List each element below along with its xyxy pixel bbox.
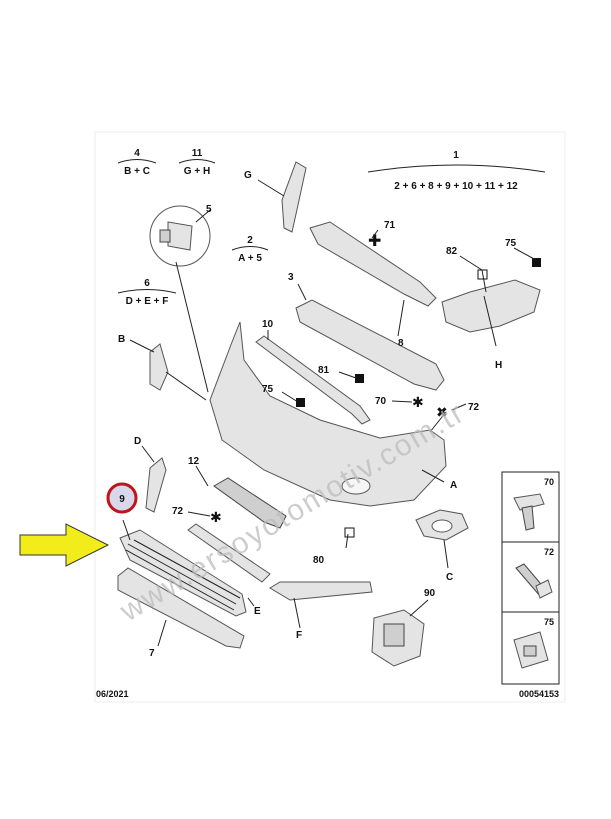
group-6: 6 D + E + F <box>117 278 177 307</box>
callout-labels: G 5 71 82 75 3 8 H 10 B 81 75 70 72 D 12… <box>118 170 517 659</box>
part-F-strip <box>269 581 373 601</box>
part-90-sensor <box>371 609 425 667</box>
group-1-num: 1 <box>453 150 459 161</box>
part-7-lower-grille <box>117 567 245 649</box>
callout-70: 70 <box>375 396 387 407</box>
part-3-beam <box>295 299 445 391</box>
cross-marker-72b: ✱ <box>210 510 222 526</box>
callout-E: E <box>254 606 261 617</box>
callout-F: F <box>296 630 302 641</box>
callout-A: A <box>450 480 457 491</box>
callout-80: 80 <box>313 555 325 566</box>
part-upper-beam <box>309 221 437 307</box>
push-rivet-icon <box>513 493 545 531</box>
callout-8: 8 <box>398 338 404 349</box>
clip-icon <box>513 631 549 669</box>
group-6-formula: D + E + F <box>126 296 169 307</box>
callout-90: 90 <box>424 588 436 599</box>
part-9-grille <box>119 529 247 617</box>
part-D-strip <box>145 457 167 513</box>
callout-H: H <box>495 360 502 371</box>
group-1-formula: 2 + 6 + 8 + 9 + 10 + 11 + 12 <box>394 181 518 192</box>
callout-D: D <box>134 436 141 447</box>
square-marker-75 <box>532 258 541 267</box>
group-11-formula: G + H <box>184 166 210 177</box>
plus-marker-71: ✚ <box>368 231 381 250</box>
callout-C: C <box>446 572 453 583</box>
part-B-bracket <box>149 343 169 391</box>
open-square-marker-80 <box>344 527 355 538</box>
part-A-bumper <box>209 321 447 507</box>
group-4: 4 B + C <box>117 148 157 177</box>
highlight-part-9[interactable]: 9 <box>106 482 138 514</box>
group-2: 2 A + 5 <box>231 235 269 264</box>
fastener-legend: 70 72 75 <box>501 471 560 685</box>
callout-12: 12 <box>188 456 200 467</box>
fog-opening-left <box>341 477 371 495</box>
cross-marker-72a: ✖ <box>436 405 448 421</box>
legend-72-num: 72 <box>544 547 554 557</box>
callout-3: 3 <box>288 272 294 283</box>
group-6-num: 6 <box>144 278 150 289</box>
fog-opening-right <box>431 519 453 533</box>
callout-81: 81 <box>318 365 330 376</box>
square-marker-81 <box>355 374 364 383</box>
part-G-bracket <box>281 161 307 233</box>
callout-9: 9 <box>119 494 125 505</box>
legend-75-num: 75 <box>544 617 554 627</box>
part-5-tow-cap <box>149 205 211 267</box>
group-4-formula: B + C <box>124 166 150 177</box>
footer-ref: 00054153 <box>519 689 559 699</box>
square-marker-75b <box>296 398 305 407</box>
group-1: 1 2 + 6 + 8 + 9 + 10 + 11 + 12 <box>367 150 546 192</box>
legend-70-num: 70 <box>544 477 554 487</box>
group-11: 11 G + H <box>178 148 216 177</box>
part-10-strip <box>255 335 371 425</box>
callout-G: G <box>244 170 252 181</box>
leader-lines <box>122 179 537 647</box>
group-2-num: 2 <box>247 235 253 246</box>
callout-75a: 75 <box>505 238 517 249</box>
callout-10: 10 <box>262 319 274 330</box>
highlight-circle <box>106 482 138 514</box>
cross-marker-70: ✱ <box>412 395 424 411</box>
callout-72b: 72 <box>172 506 184 517</box>
group-2-formula: A + 5 <box>238 253 262 264</box>
group-4-num: 4 <box>134 148 140 159</box>
callout-7: 7 <box>149 648 155 659</box>
callout-82: 82 <box>446 246 458 257</box>
screw-icon <box>515 563 553 599</box>
callout-72a: 72 <box>468 402 480 413</box>
footer-date: 06/2021 <box>96 689 129 699</box>
callout-B: B <box>118 334 125 345</box>
part-E-strip <box>187 523 271 583</box>
yellow-arrow-icon <box>19 523 110 567</box>
group-11-num: 11 <box>192 148 203 159</box>
callout-5: 5 <box>206 204 212 215</box>
callout-75b: 75 <box>262 384 274 395</box>
part-12 <box>213 477 287 529</box>
callout-71: 71 <box>384 220 396 231</box>
